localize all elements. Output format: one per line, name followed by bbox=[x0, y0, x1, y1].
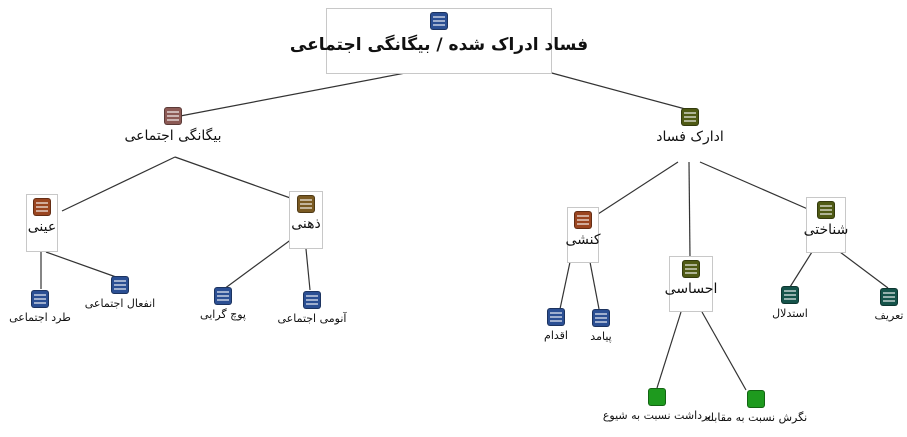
node-cognitive[interactable]: شناختی bbox=[803, 197, 849, 253]
edge-7 bbox=[305, 248, 311, 291]
node-subjective[interactable]: ذهنی bbox=[289, 191, 323, 249]
edge-10 bbox=[699, 161, 811, 211]
list-icon bbox=[574, 211, 592, 229]
node-label: طرد اجتماعی bbox=[9, 311, 71, 324]
node-consequence[interactable]: پیامد bbox=[580, 309, 622, 343]
edge-11 bbox=[559, 261, 571, 310]
edge-6 bbox=[223, 235, 297, 290]
list-icon bbox=[880, 288, 898, 306]
node-label: انفعال اجتماعی bbox=[84, 297, 156, 310]
edge-5 bbox=[45, 251, 117, 278]
node-emotional[interactable]: احساسی bbox=[665, 256, 717, 312]
node-label: نگرش نسبت به مقابله bbox=[704, 411, 808, 424]
list-icon bbox=[817, 201, 835, 219]
edge-2 bbox=[61, 156, 176, 212]
node-action[interactable]: اقدام bbox=[535, 308, 577, 342]
list-icon bbox=[681, 108, 699, 126]
node-label: عینی bbox=[27, 219, 57, 235]
node-objective[interactable]: عینی bbox=[26, 194, 58, 252]
edge-15 bbox=[789, 251, 813, 288]
edge-0 bbox=[174, 65, 443, 118]
list-icon bbox=[303, 291, 321, 309]
node-perception-of-prevalence[interactable]: برداشت نسبت به شیوع bbox=[603, 388, 711, 422]
node-social-rejection[interactable]: طرد اجتماعی bbox=[8, 290, 72, 324]
edge-13 bbox=[656, 311, 682, 389]
node-label: پوچ گرایی bbox=[200, 308, 246, 321]
node-label: فساد ادراک شده / بیگانگی اجتماعی bbox=[289, 35, 589, 55]
list-icon bbox=[33, 198, 51, 216]
list-icon bbox=[164, 107, 182, 125]
node-label: تعریف bbox=[874, 309, 904, 322]
edge-12 bbox=[589, 261, 600, 310]
edge-16 bbox=[839, 251, 889, 289]
square-icon bbox=[747, 390, 765, 408]
edge-9 bbox=[688, 161, 691, 259]
list-icon bbox=[592, 309, 610, 327]
node-social-passivity[interactable]: انفعال اجتماعی bbox=[82, 276, 158, 310]
node-label: شناختی bbox=[803, 222, 849, 238]
list-icon bbox=[547, 308, 565, 326]
edge-8 bbox=[597, 161, 679, 215]
root-node[interactable]: فساد ادراک شده / بیگانگی اجتماعی bbox=[290, 8, 588, 74]
list-icon bbox=[214, 287, 232, 305]
node-corruption-perception[interactable]: ادارک فساد bbox=[650, 108, 730, 145]
list-icon bbox=[31, 290, 49, 308]
node-label: احساسی bbox=[664, 281, 718, 297]
node-label: اقدام bbox=[544, 329, 568, 342]
node-label: ذهنی bbox=[291, 216, 321, 232]
node-reasoning[interactable]: استدلال bbox=[765, 286, 815, 320]
square-icon bbox=[648, 388, 666, 406]
node-behavioral[interactable]: کنشی bbox=[565, 207, 601, 263]
list-icon bbox=[781, 286, 799, 304]
edge-14 bbox=[701, 311, 747, 391]
node-label: کنشی bbox=[565, 232, 601, 248]
node-label: بیگانگی اجتماعی bbox=[124, 128, 222, 144]
node-label: ادارک فساد bbox=[656, 129, 724, 145]
node-social-alienation[interactable]: بیگانگی اجتماعی bbox=[118, 107, 228, 144]
list-icon bbox=[297, 195, 315, 213]
node-attitude-toward-confrontation[interactable]: نگرش نسبت به مقابله bbox=[705, 390, 807, 424]
edge-3 bbox=[174, 156, 297, 201]
node-social-anomie[interactable]: آنومی اجتماعی bbox=[272, 291, 352, 325]
list-icon bbox=[111, 276, 129, 294]
node-label: پیامد bbox=[590, 330, 612, 343]
node-definition[interactable]: تعریف bbox=[872, 288, 906, 322]
node-label: استدلال bbox=[772, 307, 808, 320]
node-label: آنومی اجتماعی bbox=[277, 312, 347, 325]
node-label: برداشت نسبت به شیوع bbox=[602, 409, 712, 422]
list-icon bbox=[682, 260, 700, 278]
node-nihilism[interactable]: پوچ گرایی bbox=[188, 287, 258, 321]
list-icon bbox=[430, 12, 448, 30]
edge-1 bbox=[547, 71, 690, 111]
